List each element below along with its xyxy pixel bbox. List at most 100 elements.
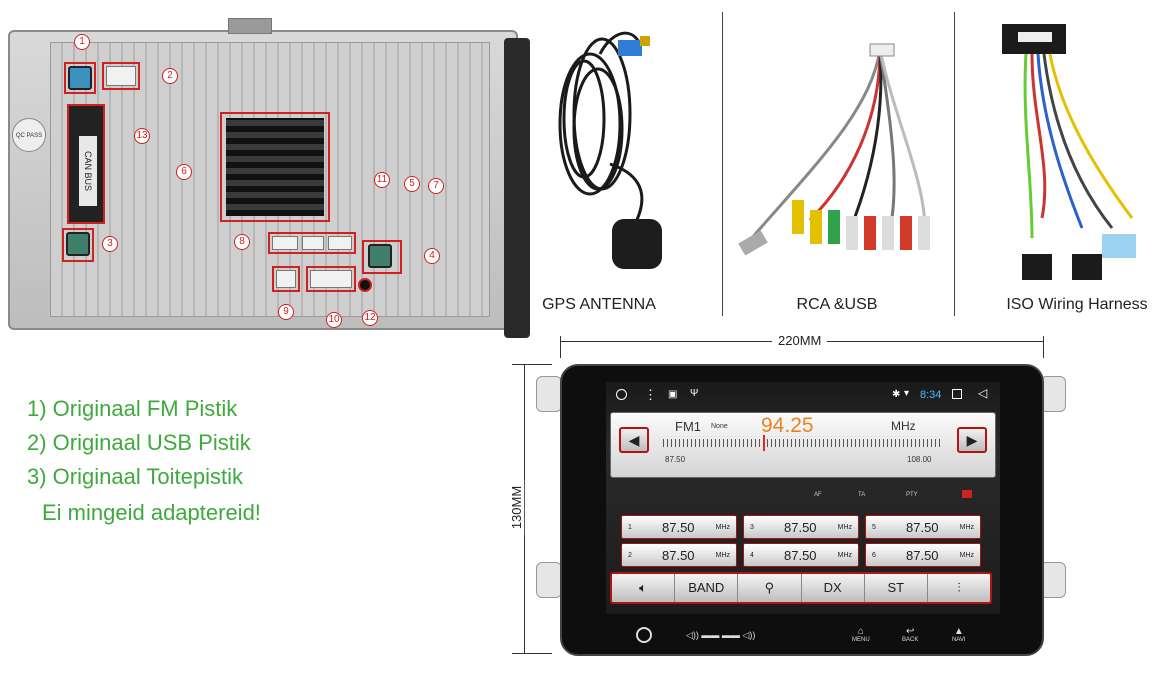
preset-5[interactable]: 5 87.50 MHz	[865, 515, 981, 539]
search-button[interactable]: ⚲	[738, 574, 802, 602]
aux-connector-a	[272, 236, 298, 250]
back-triangle-icon[interactable]: ◁	[978, 386, 988, 400]
width-label: 220MM	[772, 333, 828, 348]
pistik-line-1: 1) Originaal FM Pistik	[27, 396, 238, 421]
callout-9: 9	[278, 304, 294, 320]
preset-frequency: 87.50	[906, 548, 939, 563]
callout-3: 3	[102, 236, 118, 252]
status-time: 8:34	[920, 389, 942, 401]
canbus-box: CAN BUS	[67, 104, 105, 224]
equalizer-button[interactable]: ⫶	[928, 574, 990, 602]
gps-caption: GPS ANTENNA	[542, 296, 656, 313]
preset-6[interactable]: 6 87.50 MHz	[865, 543, 981, 567]
volume-button[interactable]: 🔈︎	[612, 574, 676, 602]
tuning-scale[interactable]	[663, 439, 941, 447]
flag-ta: TA	[858, 492, 866, 498]
dx-button[interactable]: DX	[802, 574, 865, 602]
callout-8: 8	[234, 234, 250, 250]
preset-1[interactable]: 1 87.50 MHz	[621, 515, 737, 539]
seek-prev-button[interactable]: ◀	[619, 427, 649, 453]
separator-1	[722, 12, 723, 316]
iso-connector-box	[220, 112, 330, 222]
radio-panel: ◀ ▶ FM1 None 94.25 MHz 87.50 108.00	[610, 412, 996, 478]
width-dim-tick-right	[1043, 336, 1044, 358]
more-icon[interactable]: ⋮	[644, 387, 657, 402]
preset-unit: MHz	[959, 552, 974, 559]
head-unit: ⋮ ▣ Ψ ✱ ▾ 8:34 ◁ ◀ ▶ FM1 None 94.25 MHz …	[560, 364, 1044, 656]
frequency-display: 94.25	[761, 414, 814, 437]
preset-number: 3	[750, 524, 754, 531]
preset-number: 1	[628, 524, 632, 531]
menu-icon: ⌂	[857, 626, 864, 637]
harness-connector-box	[306, 266, 356, 292]
callout-1: 1	[74, 34, 90, 50]
gps-connector	[66, 232, 90, 256]
height-label: 130MM	[509, 479, 525, 536]
search-icon: ⚲	[764, 580, 775, 595]
menu-label: MENU	[852, 637, 870, 643]
callout-11: 11	[374, 172, 390, 188]
menu-button[interactable]: ⌂ MENU	[852, 626, 870, 643]
seek-next-button[interactable]: ▶	[957, 427, 987, 453]
canbus-label: CAN BUS	[79, 136, 97, 206]
back-button[interactable]: ↩ BACK	[902, 626, 918, 643]
speaker-icon: 🔈︎	[639, 580, 647, 595]
preset-4[interactable]: 4 87.50 MHz	[743, 543, 859, 567]
gps-connector-box	[62, 228, 94, 262]
usb-icon: Ψ	[690, 388, 699, 399]
height-dim-tick-top	[512, 364, 552, 365]
callout-13: 13	[134, 128, 150, 144]
rca-connector	[276, 270, 296, 288]
navi-label: NAVI	[952, 637, 966, 643]
preset-2[interactable]: 2 87.50 MHz	[621, 543, 737, 567]
antenna-connector	[368, 244, 392, 268]
tuning-needle	[763, 435, 765, 451]
preset-frequency: 87.50	[906, 520, 939, 535]
preset-frequency: 87.50	[662, 520, 695, 535]
rds-label: None	[711, 423, 728, 430]
aux-connector-b	[302, 236, 324, 250]
preset-3[interactable]: 3 87.50 MHz	[743, 515, 859, 539]
callout-2: 2	[162, 68, 178, 84]
bluetooth-icon: ✱	[892, 389, 901, 400]
wifi-icon: ▾	[904, 388, 910, 399]
band-button[interactable]: BAND	[675, 574, 739, 602]
red-indicator	[962, 490, 972, 498]
rca-caption: RCA &USB	[796, 296, 878, 313]
height-dim-tick-bottom	[512, 653, 552, 654]
preset-unit: MHz	[959, 524, 974, 531]
preset-number: 4	[750, 552, 754, 559]
harness-connector	[310, 270, 352, 288]
navi-button[interactable]: ▲ NAVI	[952, 626, 966, 643]
chassis-edge	[504, 38, 530, 338]
image-icon: ▣	[668, 389, 678, 400]
callout-10: 10	[326, 312, 342, 328]
height-dim-line	[524, 364, 525, 654]
separator-2	[954, 12, 955, 316]
iso-connector	[226, 118, 324, 216]
gps-antenna-photo	[558, 31, 662, 269]
screen: ⋮ ▣ Ψ ✱ ▾ 8:34 ◁ ◀ ▶ FM1 None 94.25 MHz …	[606, 382, 1000, 614]
flag-af: AF	[814, 492, 822, 498]
hardware-button-row: ◁)) ▬▬ ▬▬ ◁)) ⌂ MENU ↩ BACK ▲ NAVI	[606, 622, 1000, 650]
flag-pty: PTY	[906, 492, 918, 498]
recent-apps-icon[interactable]	[952, 389, 962, 399]
st-button[interactable]: ST	[865, 574, 928, 602]
radio-control-bar: 🔈︎ BAND ⚲ DX ST ⫶	[610, 572, 992, 604]
usb-connector	[106, 66, 136, 86]
callout-6: 6	[176, 164, 192, 180]
volume-controls[interactable]: ◁)) ▬▬ ▬▬ ◁))	[686, 630, 756, 640]
callout-12: 12	[362, 310, 378, 326]
circle-icon[interactable]	[616, 389, 627, 400]
mount-tab	[228, 18, 272, 34]
home-button[interactable]	[636, 627, 652, 643]
scale-max: 108.00	[907, 455, 932, 464]
iso-harness-photo	[1002, 24, 1136, 280]
status-bar: ⋮ ▣ Ψ ✱ ▾ 8:34 ◁	[606, 382, 1000, 410]
qc-sticker: QC PASS	[12, 118, 46, 152]
pistik-line-2: 2) Originaal USB Pistik	[27, 430, 251, 455]
scale-min: 87.50	[665, 455, 686, 464]
preset-unit: MHz	[837, 552, 852, 559]
preset-frequency: 87.50	[662, 548, 695, 563]
preset-number: 5	[872, 524, 876, 531]
